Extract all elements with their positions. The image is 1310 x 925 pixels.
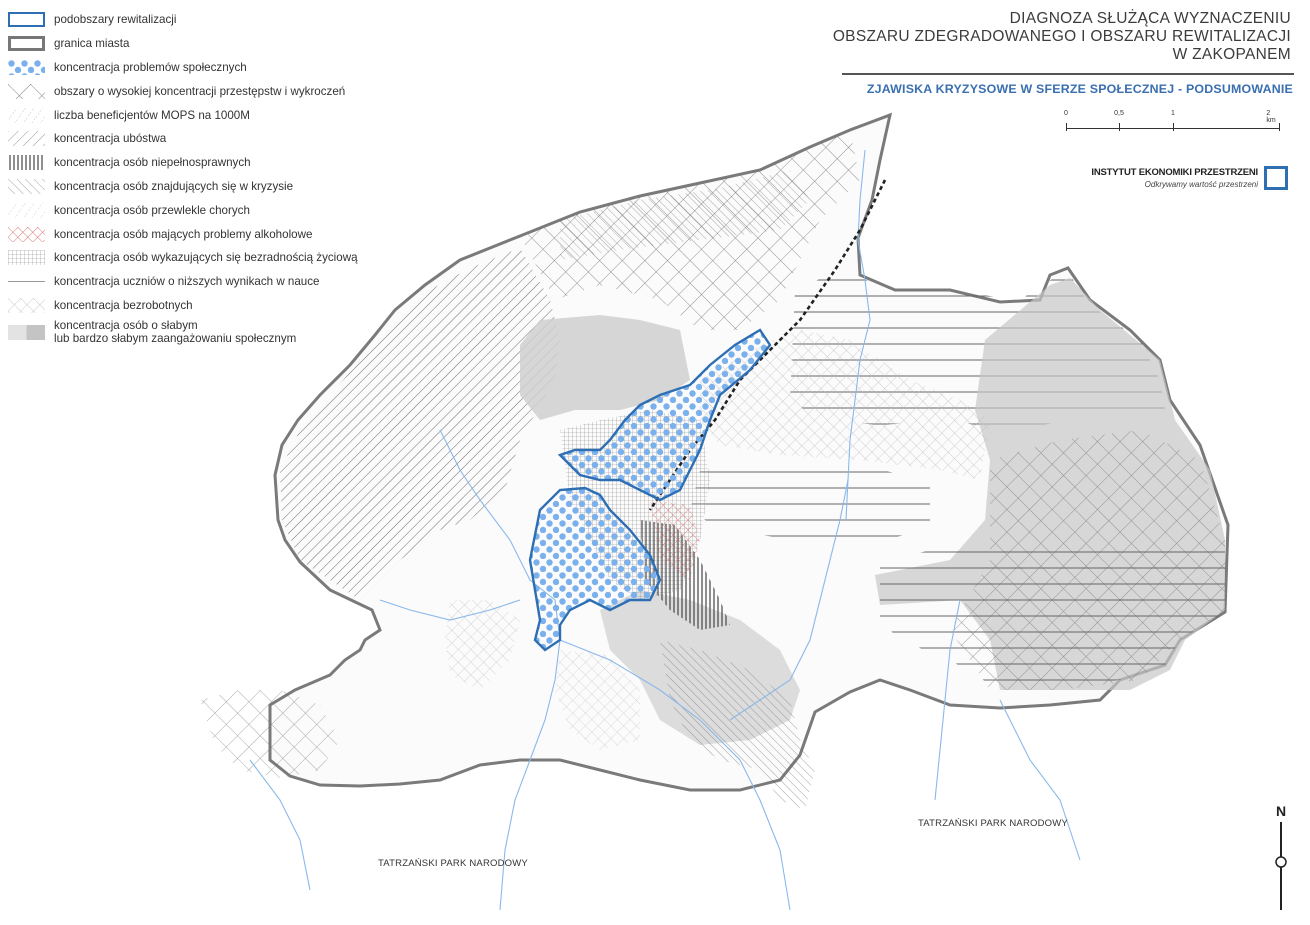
legend-label: granica miasta [54,37,130,51]
scale-tick [1066,123,1067,131]
revitalization-subarea-south [528,486,662,652]
institute-tagline: Odkrywamy wartość przestrzeni [1144,180,1258,189]
park-label-west: TATRZAŃSKI PARK NARODOWY [378,858,528,869]
north-label: N [1276,803,1286,819]
scale-label: 0,5 [1114,110,1124,117]
thin-diagonal-icon [8,107,45,123]
zone-unemployment-center [700,330,990,480]
legend-item-poverty: koncentracja ubóstwa [8,127,408,151]
zone-crisis-southwest [555,650,640,750]
scale-tick [1119,123,1120,131]
zone-poverty-northwest [280,248,560,600]
scale-label: 2 km [1266,110,1276,124]
zone-alcohol [650,500,700,580]
legend-label: koncentracja uczniów o niższych wynikach… [54,275,320,289]
institute-logo-icon [1264,166,1288,190]
legend-item-crisis: koncentracja osób znajdujących się w kry… [8,175,408,199]
scale-label: 0 [1064,110,1068,117]
zone-unemployment-north [560,170,810,260]
grid-icon [8,250,45,266]
zone-unemployment-southwest [445,600,520,690]
scale-bar: 0 0,5 1 2 km [1064,110,1280,135]
zone-poverty-southwest [200,690,340,778]
backslash-hatch-icon [8,178,45,194]
scale-tick [1279,123,1280,131]
scale-label: 1 [1171,110,1175,117]
city-border-icon [8,36,45,52]
legend-item-revitalization: podobszary rewitalizacji [8,8,408,32]
red-cross-hatch-icon [8,226,45,242]
legend-label: obszary o wysokiej koncentracji przestęp… [54,84,346,98]
legend-item-alcohol: koncentracja osób mających problemy alko… [8,222,408,246]
legend-label: koncentracja problemów społecznych [54,60,247,74]
legend-item-helplessness: koncentracja osób wykazujących się bezra… [8,246,408,270]
legend-item-disability: koncentracja osób niepełnosprawnych [8,151,408,175]
grey-cross-icon [8,297,45,313]
park-label-east: TATRZAŃSKI PARK NARODOWY [918,818,1068,829]
legend-item-city-border: granica miasta [8,32,408,56]
grey-fill-icon [8,325,45,341]
institute-block: INSTYTUT EKONOMIKI PRZESTRZENI Odkrywamy… [1091,167,1258,189]
light-diagonal-icon [8,202,45,218]
legend-label: koncentracja bezrobotnych [54,298,193,312]
revitalization-outline-icon [8,12,45,28]
legend-label: koncentracja osób znajdujących się w kry… [54,179,294,193]
map-subtitle: ZJAWISKA KRYZYSOWE W SFERZE SPOŁECZNEJ -… [866,82,1293,96]
legend-item-education: koncentracja uczniów o niższych wynikach… [8,270,408,294]
legend-label: koncentracja osób wykazujących się bezra… [54,251,358,265]
legend-item-crime: obszary o wysokiej koncentracji przestęp… [8,79,408,103]
legend-label: koncentracja ubóstwa [54,132,167,146]
legend-label: podobszary rewitalizacji [54,13,177,27]
legend-label: koncentracja osób niepełnosprawnych [54,156,251,170]
vertical-lines-icon [8,155,45,171]
legend-item-mops: liczba beneficjentów MOPS na 1000M [8,103,408,127]
blue-dots-icon [8,59,45,75]
institute-name: INSTYTUT EKONOMIKI PRZESTRZENI [1091,167,1258,178]
title-line-1: DIAGNOZA SŁUŻĄCA WYZNACZENIU [1009,10,1291,27]
legend-label: liczba beneficjentów MOPS na 1000M [54,108,250,122]
legend-label: koncentracja osób mających problemy alko… [54,227,313,241]
horizontal-lines-icon [8,281,45,283]
legend-label: koncentracja osób o słabym lub bardzo sł… [54,319,296,345]
revitalization-subarea-north [557,328,772,502]
rivers [249,149,1081,911]
legend-item-unemployment: koncentracja bezrobotnych [8,294,408,318]
scale-tick [1173,123,1174,131]
legend-item-chronic-illness: koncentracja osób przewlekle chorych [8,198,408,222]
cross-hatch-icon [8,83,45,99]
legend-item-engagement: koncentracja osób o słabym lub bardzo sł… [8,317,408,353]
zone-education-east [880,540,1225,690]
title-line-2: OBSZARU ZDEGRADOWANEGO I OBSZARU REWITAL… [832,28,1291,45]
zone-engagement-center [520,315,690,420]
zone-chronic-illness-south [660,640,815,810]
legend-label-line1: koncentracja osób o słabym [54,319,198,333]
diagonal-hatch-icon [8,131,45,147]
map-legend: podobszary rewitalizacji granica miasta … [8,8,408,353]
legend-item-social-problems: koncentracja problemów społecznych [8,56,408,80]
title-line-3: W ZAKOPANEM [1172,46,1291,63]
legend-label: koncentracja osób przewlekle chorych [54,203,250,217]
title-divider [842,73,1294,75]
zone-education-center-east [690,460,930,540]
map-title: DIAGNOZA SŁUŻĄCA WYZNACZENIU OBSZARU ZDE… [833,10,1291,64]
north-arrow-icon: N [1275,803,1287,910]
legend-label-line2: lub bardzo słabym zaangażowaniu społeczn… [54,332,297,346]
